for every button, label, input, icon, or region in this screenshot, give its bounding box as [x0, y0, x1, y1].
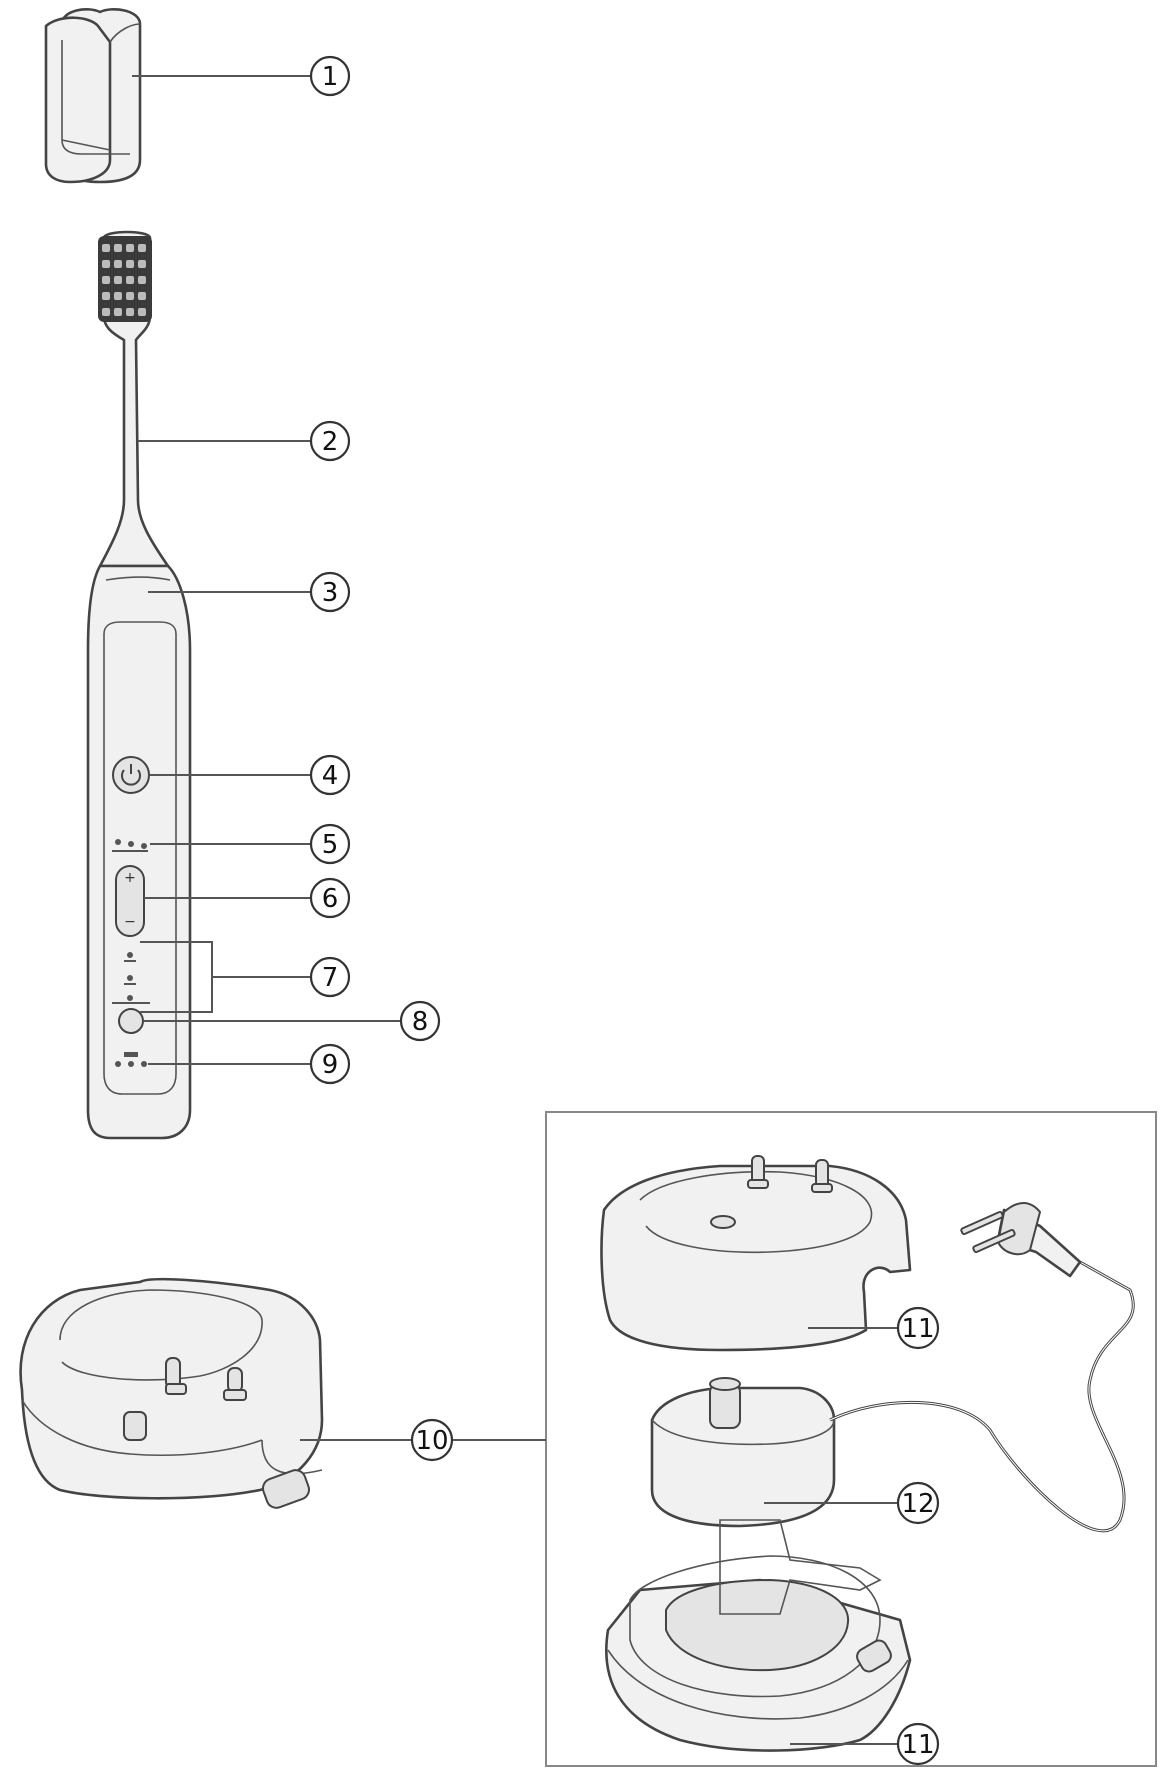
callout-11-cover: 11 [896, 1306, 940, 1350]
minus-sign: − [124, 914, 136, 930]
callout-1-label: 1 [322, 62, 339, 92]
callout-9-label: 9 [322, 1050, 339, 1080]
leader-lines [132, 75, 898, 1745]
callout-7: 7 [309, 956, 351, 998]
callout-3: 3 [309, 571, 351, 613]
intensity-button[interactable]: + − [115, 865, 145, 937]
callout-12-label: 12 [901, 1489, 934, 1519]
callout-8: 8 [399, 1000, 441, 1042]
leader-7 [140, 941, 310, 1013]
callout-11-base: 11 [896, 1722, 940, 1766]
charger-base [605, 1519, 912, 1752]
charger-cover [600, 1155, 912, 1352]
mode-lights [112, 839, 148, 852]
callout-4-label: 4 [322, 761, 339, 791]
routine-lights [112, 952, 150, 1004]
callout-6-label: 6 [322, 884, 339, 914]
callout-6: 6 [309, 877, 351, 919]
callout-5: 5 [309, 823, 351, 865]
charger-unit [650, 1202, 1135, 1533]
callout-10: 10 [410, 1418, 454, 1462]
callout-3-label: 3 [322, 578, 339, 608]
callout-2-label: 2 [322, 427, 339, 457]
bristles [98, 236, 152, 322]
callout-11-cover-label: 11 [901, 1314, 934, 1344]
callout-1: 1 [309, 55, 351, 97]
power-plug [960, 1202, 1082, 1278]
callout-4: 4 [309, 754, 351, 796]
battery-indicator [115, 1052, 147, 1067]
callout-7-label: 7 [322, 963, 339, 993]
brush-head [98, 230, 170, 568]
routine-button[interactable] [118, 1008, 144, 1034]
callout-10-label: 10 [415, 1426, 448, 1456]
callout-2: 2 [309, 420, 351, 462]
callout-9: 9 [309, 1043, 351, 1085]
charger-pins [123, 1357, 247, 1441]
callout-8-label: 8 [412, 1007, 429, 1037]
plus-sign: + [124, 870, 136, 886]
callout-5-label: 5 [322, 830, 339, 860]
protective-cap [44, 8, 142, 184]
charger [19, 1277, 324, 1509]
power-button[interactable] [112, 756, 150, 794]
callout-12: 12 [896, 1481, 940, 1525]
handle: + − [86, 564, 192, 1140]
callout-11-base-label: 11 [901, 1730, 934, 1760]
